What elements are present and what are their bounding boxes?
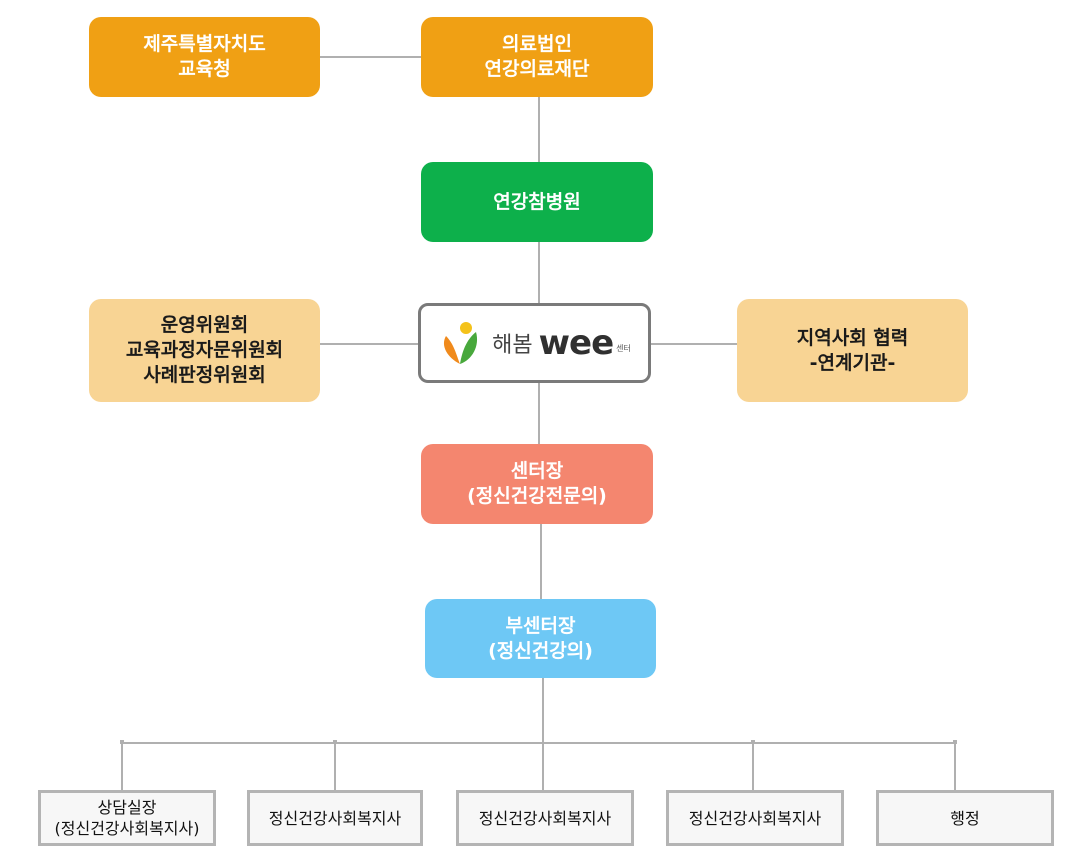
node-label-line: 정신건강사회복지사	[478, 808, 612, 828]
node-label-line: (정신건강전문의)	[467, 485, 607, 507]
node-label-line: 사례판정위원회	[143, 364, 266, 386]
node-label-line: 행정	[950, 808, 980, 828]
medical-foundation-node: 의료법인 연강의료재단	[421, 17, 653, 97]
node-label-line: 연강의료재단	[484, 58, 590, 80]
community-partners-node: 지역사회 협력 -연계기관-	[737, 299, 968, 402]
sprout-logo-icon	[444, 322, 478, 364]
node-label-line: (정신건강의)	[488, 639, 593, 662]
node-label-line: 연강참병원	[493, 190, 581, 213]
node-label-line: 센터장	[510, 460, 564, 482]
logo-text-haebom: 해봄	[492, 333, 533, 358]
node-label-line: 정신건강사회복지사	[268, 808, 402, 828]
node-label-line: 부센터장	[505, 614, 576, 637]
node-label-line: -연계기관-	[809, 351, 896, 374]
staff-node-counseling-chief: 상담실장 (정신건강사회복지사)	[38, 790, 216, 846]
logo-text-center: 센터	[616, 343, 631, 353]
node-label-line: 의료법인	[502, 33, 572, 55]
node-label-line: (정신건강사회복지사)	[54, 819, 200, 838]
staff-node-social-worker: 정신건강사회복지사	[456, 790, 634, 846]
deputy-director-node: 부센터장 (정신건강의)	[425, 599, 656, 678]
node-label-line: 상담실장	[97, 798, 157, 817]
node-label-line: 교육청	[178, 58, 231, 80]
staff-node-social-worker: 정신건강사회복지사	[666, 790, 844, 846]
jeju-education-office-node: 제주특별자치도 교육청	[89, 17, 320, 97]
logo-text-wee: wee	[538, 323, 615, 363]
director-node: 센터장 (정신건강전문의)	[421, 444, 653, 524]
staff-node-social-worker: 정신건강사회복지사	[247, 790, 423, 846]
node-label-line: 지역사회 협력	[796, 326, 909, 349]
committees-node: 운영위원회 교육과정자문위원회 사례판정위원회	[89, 299, 320, 402]
node-label-line: 정신건강사회복지사	[688, 808, 822, 828]
wee-center-logo-node: 해봄 wee 센터	[418, 303, 651, 383]
node-label-line: 교육과정자문위원회	[125, 339, 284, 361]
hospital-node: 연강참병원	[421, 162, 653, 242]
staff-node-administration: 행정	[876, 790, 1054, 846]
node-label-line: 제주특별자치도	[143, 33, 266, 55]
node-label-line: 운영위원회	[160, 314, 249, 336]
